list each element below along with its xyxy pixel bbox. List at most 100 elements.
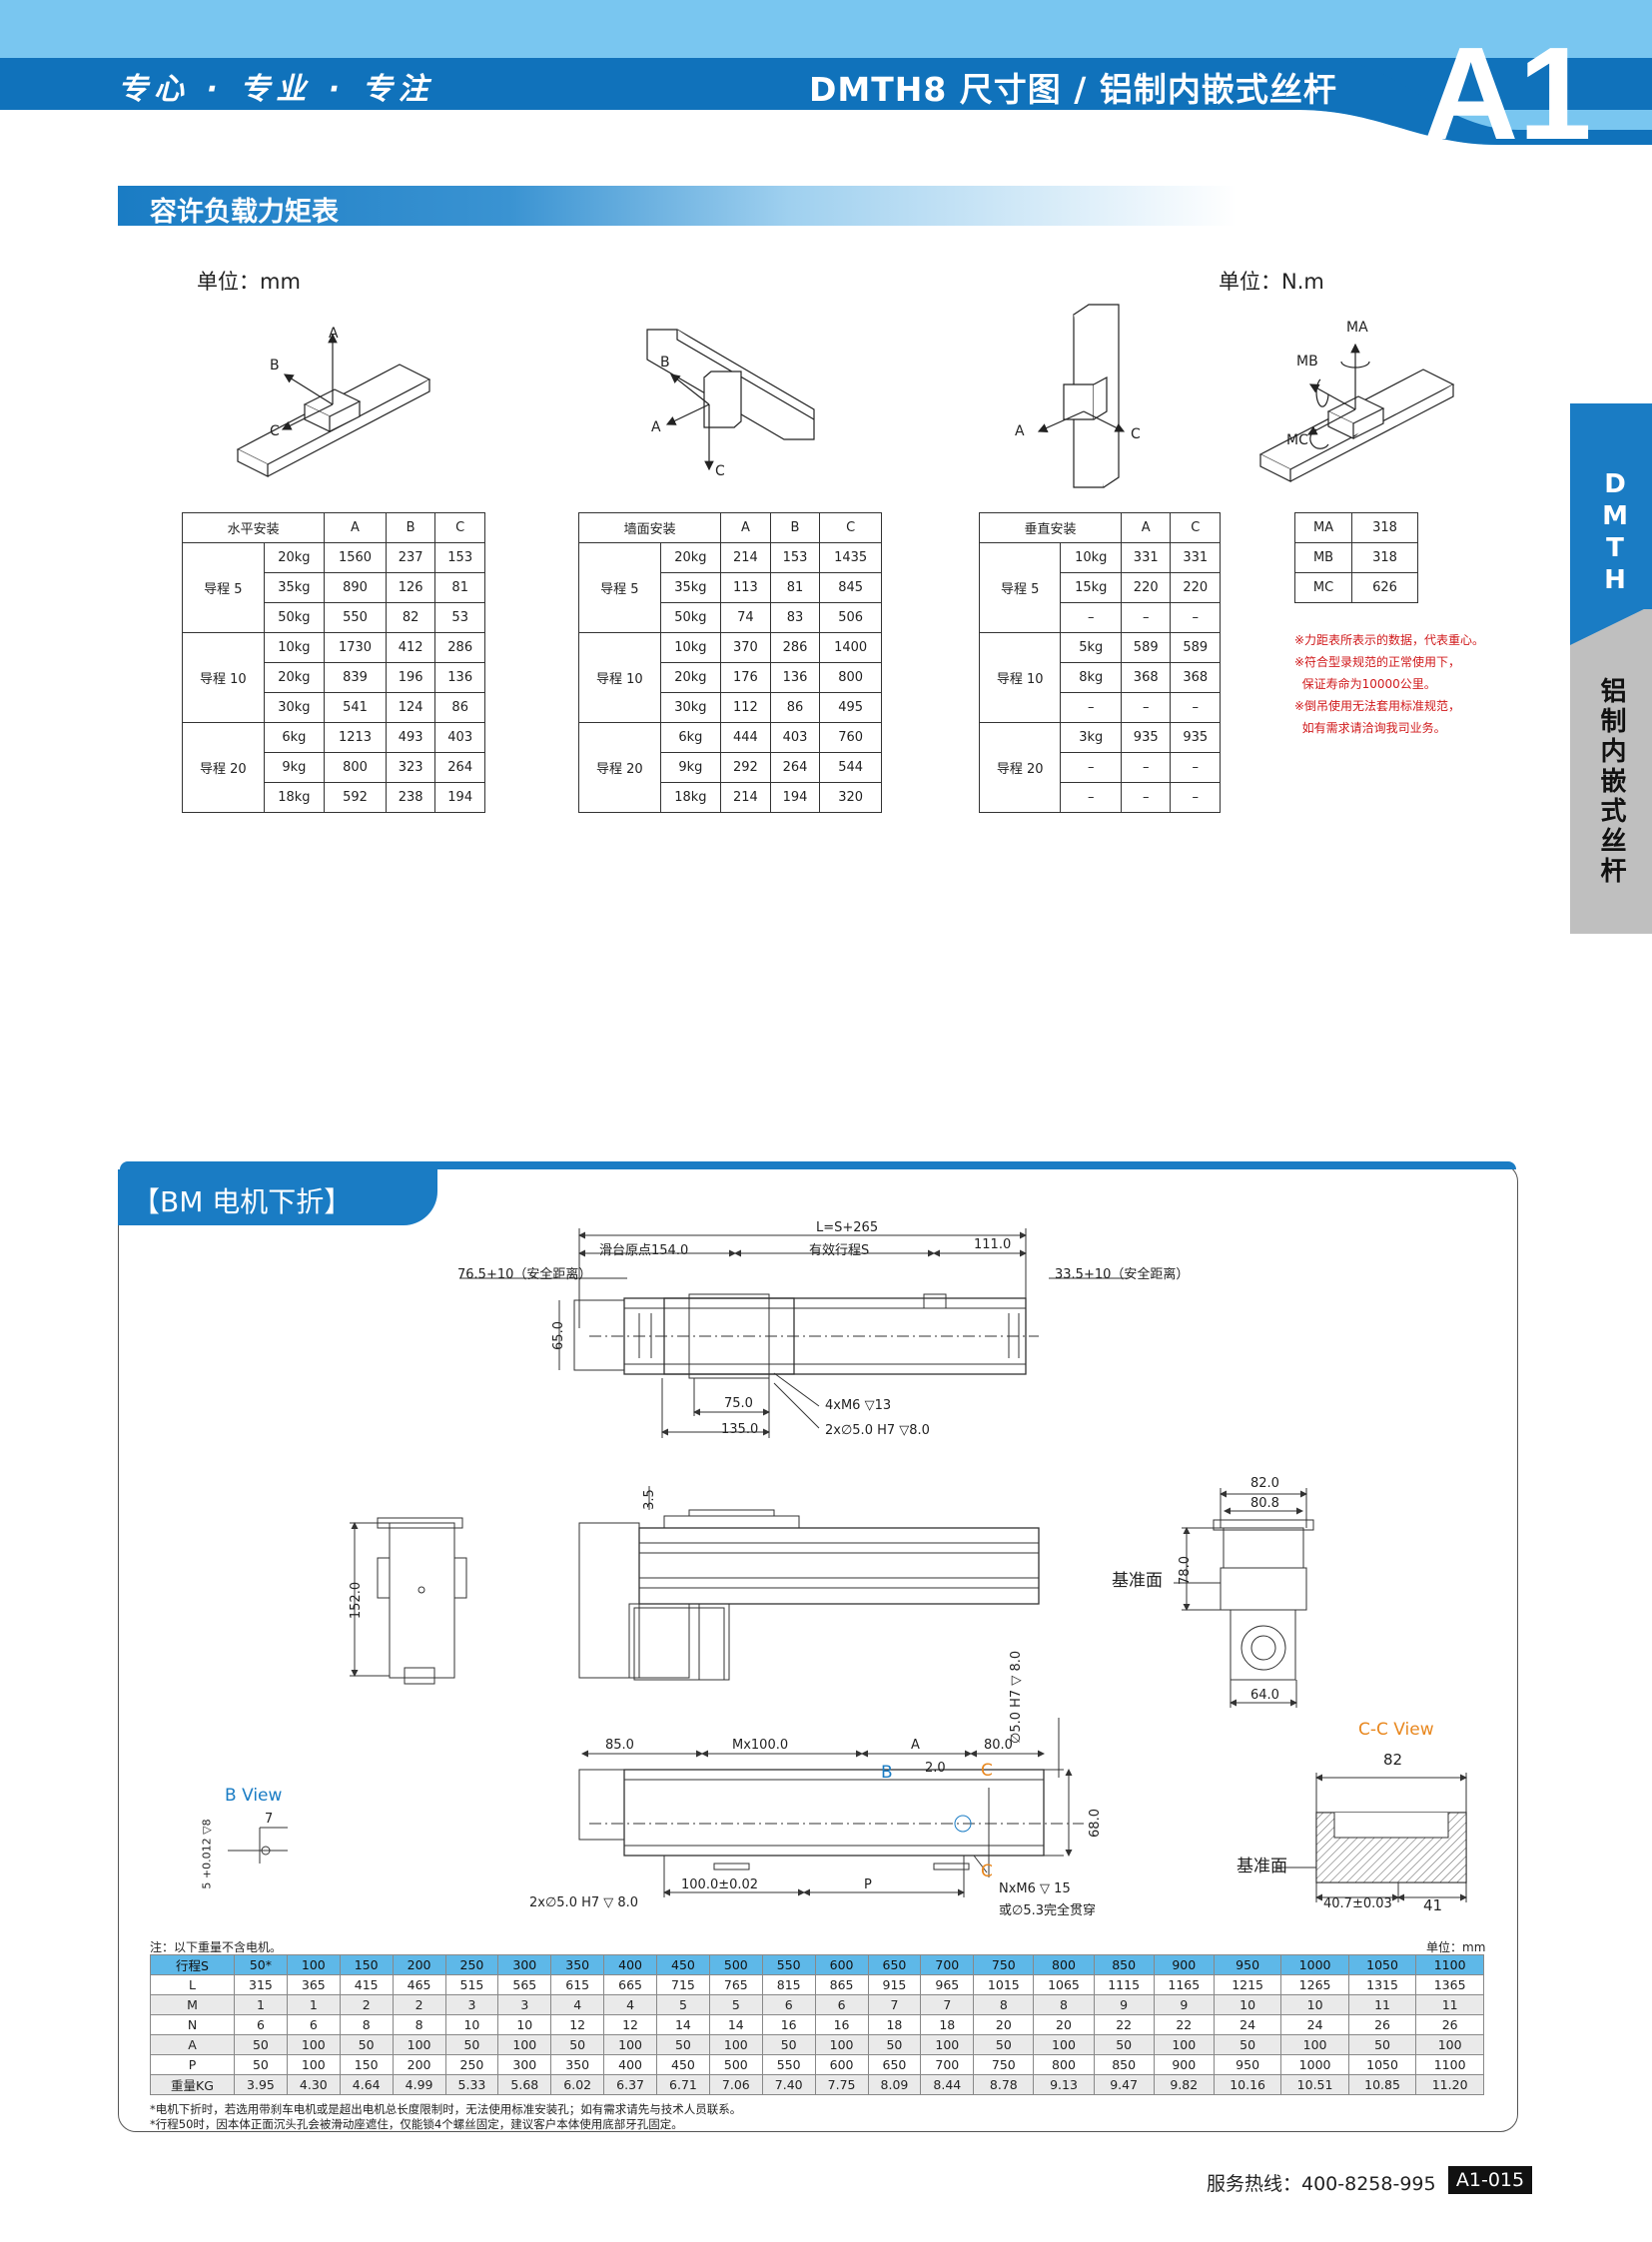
spec-cell: 4 bbox=[603, 1994, 657, 2015]
value-cell: 800 bbox=[819, 662, 882, 693]
spec-cell: 50 bbox=[761, 2034, 816, 2055]
spec-cell: 8 bbox=[339, 2014, 394, 2035]
spec-cell: 6 bbox=[286, 2014, 341, 2035]
value-cell: 113 bbox=[720, 572, 771, 603]
header-slogan: 专心 · 专业 · 专注 bbox=[118, 72, 434, 107]
diag2-label-a: A bbox=[651, 419, 661, 435]
spec-cell: 50 bbox=[1213, 2034, 1282, 2055]
spec-cell: 20 bbox=[973, 2014, 1035, 2035]
value-cell: 592 bbox=[324, 782, 387, 813]
spec-cell: 815 bbox=[761, 1974, 816, 1995]
spec-cell: 1265 bbox=[1280, 1974, 1349, 1995]
value-cell: 935 bbox=[1170, 722, 1221, 753]
spec-cell: 1015 bbox=[973, 1974, 1035, 1995]
value-cell: 318 bbox=[1351, 542, 1418, 573]
note-through: 或∅5.3完全贯穿 bbox=[999, 1903, 1096, 1918]
spec-cell: 8.09 bbox=[867, 2074, 922, 2095]
spec-cell: 450 bbox=[656, 1954, 710, 1975]
spec-cell: 865 bbox=[814, 1974, 869, 1995]
spec-cell: 615 bbox=[550, 1974, 605, 1995]
spec-cell: 18 bbox=[867, 2014, 922, 2035]
header-cell: 水平安装 bbox=[181, 512, 326, 543]
value-cell: 10kg bbox=[1060, 542, 1122, 573]
value-cell: 368 bbox=[1120, 662, 1172, 693]
spec-cell: 650 bbox=[867, 1954, 922, 1975]
dim-80: 80.0 bbox=[984, 1738, 1013, 1753]
spec-cell: 665 bbox=[603, 1974, 657, 1995]
value-cell: 890 bbox=[324, 572, 387, 603]
cc-view-41: 41 bbox=[1423, 1896, 1443, 1914]
spec-cell: 8.78 bbox=[973, 2074, 1035, 2095]
diag4-label-mb: MB bbox=[1296, 354, 1318, 370]
spec-cell: 300 bbox=[497, 2054, 552, 2075]
diag3-label-a: A bbox=[1015, 423, 1025, 439]
dim-stroke: 有效行程S bbox=[809, 1243, 870, 1258]
marker-c-top: C bbox=[981, 1761, 993, 1781]
spec-cell: 100 bbox=[392, 2034, 446, 2055]
spec-cell: 9 bbox=[1153, 1994, 1215, 2015]
spec-cell: 5 bbox=[708, 1994, 763, 2015]
spec-cell: 450 bbox=[656, 2054, 710, 2075]
lead-cell: 导程 5 bbox=[182, 542, 265, 633]
value-cell: 1400 bbox=[819, 632, 882, 663]
spec-cell: 100 bbox=[286, 2054, 341, 2075]
diag1-label-b: B bbox=[270, 358, 280, 374]
value-cell: 292 bbox=[720, 752, 771, 783]
table-row: ––– bbox=[980, 602, 1221, 633]
value-cell: 1213 bbox=[324, 722, 387, 753]
value-cell: MA bbox=[1293, 512, 1353, 543]
dim-L: L=S+265 bbox=[816, 1220, 879, 1235]
spec-cell: 6 bbox=[761, 1994, 816, 2015]
value-cell: 5kg bbox=[1060, 632, 1122, 663]
panel-topline bbox=[120, 1161, 1516, 1169]
spec-cell: 100 bbox=[497, 2034, 552, 2055]
lead-cell: 导程 5 bbox=[578, 542, 661, 633]
spec-cell: 24 bbox=[1280, 2014, 1349, 2035]
spec-cell: 1000 bbox=[1280, 1954, 1349, 1975]
value-cell: 286 bbox=[769, 632, 821, 663]
spec-cell: 14 bbox=[708, 2014, 763, 2035]
spec-cell: 1100 bbox=[1415, 2054, 1484, 2075]
dim-a: A bbox=[911, 1738, 920, 1753]
spec-cell: 4.99 bbox=[392, 2074, 446, 2095]
spec-cell: 50 bbox=[973, 2034, 1035, 2055]
value-cell: 220 bbox=[1170, 572, 1221, 603]
cc-view-title: C-C View bbox=[1358, 1720, 1434, 1740]
moment-note-line: ※力距表所表示的数据，代表重心。 bbox=[1294, 633, 1485, 647]
value-cell: 323 bbox=[385, 752, 436, 783]
spec-cell: 100 bbox=[1280, 2034, 1349, 2055]
header-cell: A bbox=[324, 512, 387, 543]
spec-cell: 10.51 bbox=[1280, 2074, 1349, 2095]
spec-cell: 50 bbox=[1093, 2034, 1155, 2055]
dim-85: 85.0 bbox=[605, 1738, 634, 1753]
value-cell: 626 bbox=[1351, 572, 1418, 603]
side-tab-notch bbox=[1570, 605, 1652, 645]
header-title: DMTH8 尺寸图 / 铝制内嵌式丝杆 bbox=[809, 70, 1337, 109]
dim-2: 2.0 bbox=[925, 1761, 946, 1776]
value-cell: 153 bbox=[434, 542, 485, 573]
lead-cell: 导程 5 bbox=[978, 542, 1062, 633]
table-row: ––– bbox=[980, 782, 1221, 813]
unit-left: 单位：mm bbox=[197, 270, 301, 294]
value-cell: MC bbox=[1293, 572, 1353, 603]
spec-cell: 700 bbox=[920, 2054, 975, 2075]
spec-cell: 5.68 bbox=[497, 2074, 552, 2095]
value-cell: 238 bbox=[385, 782, 436, 813]
spec-cell: 50* bbox=[234, 1954, 288, 1975]
spec-cell: 1050 bbox=[1347, 2054, 1417, 2075]
value-cell: 86 bbox=[769, 692, 821, 723]
diag1-label-a: A bbox=[329, 326, 339, 342]
moment-note-line: ※倒吊使用无法套用标准规范， bbox=[1294, 699, 1461, 713]
spec-cell: 24 bbox=[1213, 2014, 1282, 2035]
spec-cell: 100 bbox=[603, 2034, 657, 2055]
value-cell: 264 bbox=[434, 752, 485, 783]
spec-row-label: L bbox=[150, 1974, 235, 1995]
dim-mx100: Mx100.0 bbox=[732, 1738, 789, 1753]
spec-cell: 500 bbox=[708, 1954, 763, 1975]
spec-cell: 26 bbox=[1415, 2014, 1484, 2035]
